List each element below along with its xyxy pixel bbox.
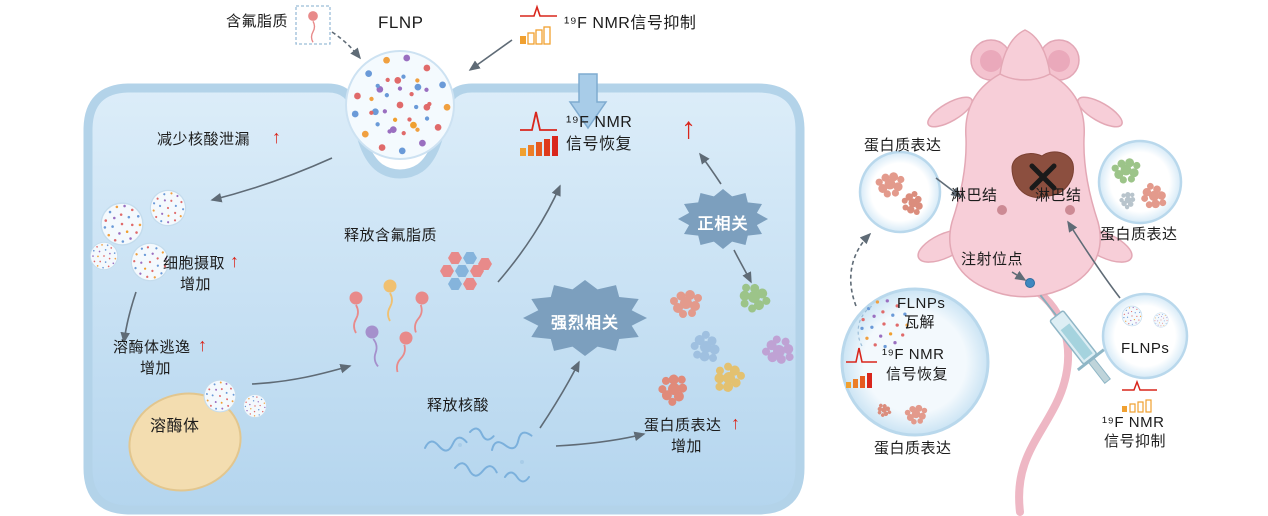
lymph-node-left-label: 淋巴结 <box>951 187 998 204</box>
nmr-spectrum-recovered-small-icon <box>846 347 877 388</box>
up-arrow: ↑ <box>681 112 696 145</box>
flow-arrows <box>120 31 752 447</box>
fluorolipid-label: 含氟脂质 <box>226 13 289 30</box>
lysosome-escape-label: 溶酶体逃逸 <box>113 339 191 356</box>
nmr-suppression-bottom-line2: 信号抑制 <box>1104 433 1167 450</box>
nmr-spectrum-suppressed-icon <box>520 4 557 45</box>
liver <box>1011 151 1074 198</box>
lymph-node-left-dot <box>997 205 1007 215</box>
up-arrow: ↑ <box>198 335 207 355</box>
nmr-recovery-label-line2: 信号恢复 <box>566 136 633 153</box>
release-nucleic-acid-label: 释放核酸 <box>427 397 490 414</box>
rna-strands <box>424 427 533 483</box>
protein-expression-label: 蛋白质表达 <box>644 417 722 434</box>
strong-correlation-starburst <box>523 280 647 356</box>
nmr-recovery-label-line1: ¹⁹F NMR <box>566 114 633 131</box>
nmr-spectrum-recovered-icon <box>520 111 558 156</box>
mouse-illustration <box>917 29 1133 516</box>
up-arrow: ↑ <box>272 127 281 147</box>
positive-correlation-label: 正相关 <box>697 216 749 233</box>
up-arrow: ↑ <box>230 251 239 271</box>
lysosome-label: 溶酶体 <box>150 418 200 435</box>
lysosome-escape-increase-label: 增加 <box>140 360 172 377</box>
injection-site-label: 注射位点 <box>961 251 1024 268</box>
nmr-suppression-bottom-line1: ¹⁹F NMR <box>1102 414 1165 431</box>
flnps-disintegrate-label-line1: FLNPs <box>897 295 946 312</box>
flnp-particle <box>345 50 455 160</box>
lymph-node-right-dot <box>1065 205 1075 215</box>
positive-correlation-starburst <box>678 189 768 249</box>
injection-site-dot <box>1025 278 1035 288</box>
nmr-spectrum-suppressed-small-icon <box>1122 379 1157 413</box>
lysosome-organelle <box>128 376 266 492</box>
zoom-bubble-protein-left <box>858 150 942 234</box>
flnp-label: FLNP <box>378 13 424 32</box>
liver-cross-icon <box>1029 163 1057 191</box>
release-fluorolipid-label: 释放含氟脂质 <box>344 227 438 244</box>
protein-expression-bottom-label: 蛋白质表达 <box>874 440 952 457</box>
bubble-nmr-recovery-line1: ¹⁹F NMR <box>882 346 945 363</box>
cell-uptake-increase-label: 增加 <box>180 276 212 293</box>
mouse-flow-arrows <box>850 177 1121 307</box>
nmr-suppression-top-label: ¹⁹F NMR信号抑制 <box>564 15 697 32</box>
zoom-bubble-flnps <box>1101 292 1189 380</box>
protein-expression-right-label: 蛋白质表达 <box>1100 226 1178 243</box>
blue-down-arrow <box>568 73 608 130</box>
zoom-bubble-protein-right <box>1097 139 1183 225</box>
syringe <box>1039 294 1111 384</box>
lymph-node-right-label: 淋巴结 <box>1035 187 1082 204</box>
flnps-label: FLNPs <box>1121 340 1170 357</box>
cell-uptake-label: 细胞摄取 <box>163 255 226 272</box>
zoom-bubble-disintegration <box>840 287 990 437</box>
protein-expression-increase-label: 增加 <box>671 438 703 455</box>
fluorolipid-legend-icon <box>295 5 331 45</box>
flnps-disintegrate-label-line2: 瓦解 <box>904 314 936 331</box>
up-arrow: ↑ <box>731 413 740 433</box>
bubble-nmr-recovery-line2: 信号恢复 <box>886 366 949 383</box>
reduce-leakage-label: 减少核酸泄漏 <box>157 131 251 148</box>
strong-correlation-label: 强烈相关 <box>550 315 619 332</box>
protein-expression-left-label: 蛋白质表达 <box>864 137 942 154</box>
